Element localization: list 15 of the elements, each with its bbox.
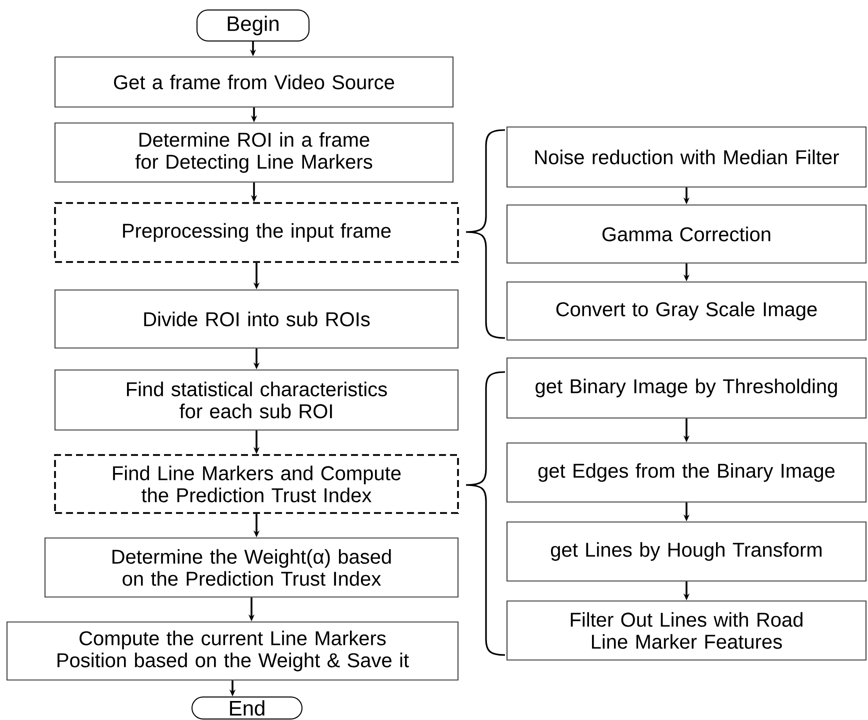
process-box: Noise reduction with Median Filter bbox=[506, 126, 867, 188]
process-box: get Edges from the Binary Image bbox=[506, 442, 867, 503]
process-box: Filter Out Lines with Road Line Marker Features bbox=[506, 600, 867, 661]
process-box: Divide ROI into sub ROIs bbox=[54, 289, 459, 349]
process-box: Convert to Gray Scale Image bbox=[506, 281, 867, 341]
subprocess-box: Find Line Markers and Compute the Prediction Trust Index bbox=[54, 454, 459, 514]
process-box: Compute the current Line Markers Position based on the Weight & Save it bbox=[6, 621, 459, 681]
subprocess-box: Preprocessing the input frame bbox=[54, 202, 459, 263]
process-box: get Lines by Hough Transform bbox=[506, 521, 867, 582]
process-box: Get a frame from Video Source bbox=[54, 56, 454, 108]
process-box: Determine ROI in a frame for Detecting Line Markers bbox=[54, 122, 454, 183]
process-box: get Binary Image by Thresholding bbox=[506, 357, 867, 419]
process-box: Gamma Correction bbox=[506, 204, 867, 264]
process-box: Find statistical characteristics for each sub ROI bbox=[54, 369, 459, 431]
process-box: Determine the Weight(α) based on the Prediction Trust Index bbox=[44, 537, 459, 598]
